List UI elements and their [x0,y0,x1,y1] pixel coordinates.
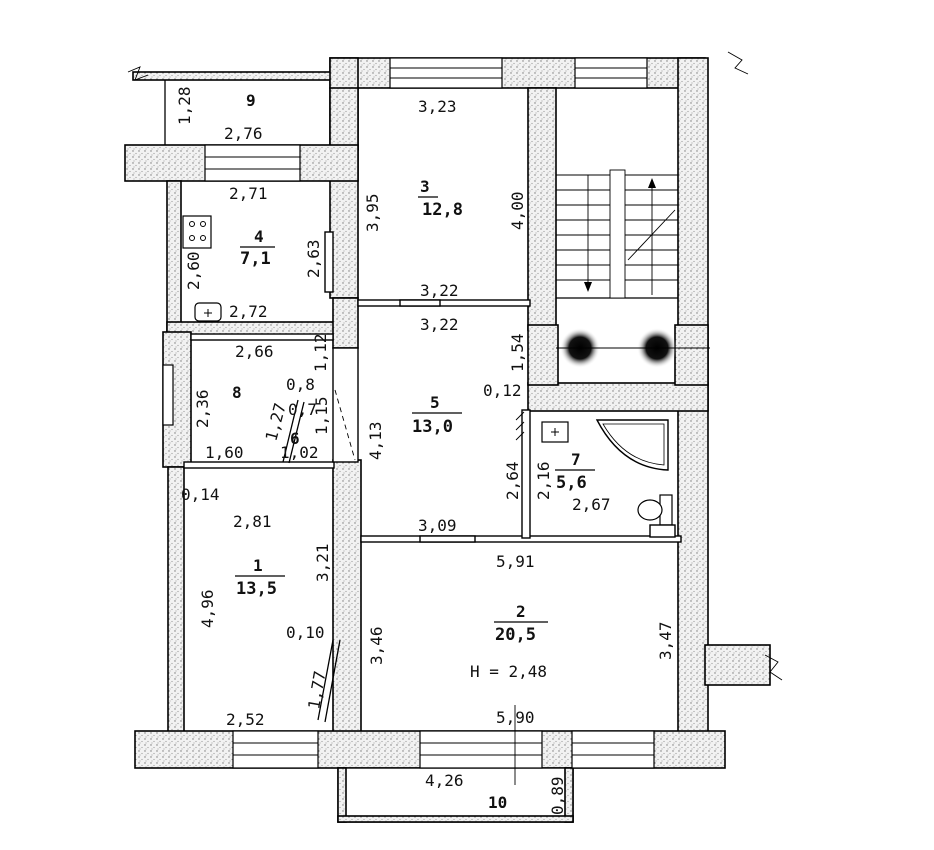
room-2-area: 20,5 [495,625,536,645]
room-3-area: 12,8 [422,200,463,220]
room-6-number: 6 [290,429,300,448]
dim-4-top: 2,71 [229,184,268,203]
dim-4-left: 2,60 [184,251,203,290]
break-tr [727,51,749,75]
wall-top [329,57,706,89]
window-room1 [232,730,319,769]
room-2-number: 2 [516,602,526,621]
dim-2-left: 3,46 [367,626,386,665]
toilet-icon [637,494,673,526]
wall-3-left [329,87,359,299]
dim-8-left: 2,36 [193,389,212,428]
wall-stair-lower-right [674,324,709,386]
balcony-10-rail-b [337,815,574,823]
dim-4-bottom: 2,72 [229,302,268,321]
dim-5-left: 4,13 [366,421,385,460]
stove-icon [182,215,212,249]
dim-1-left: 4,96 [198,589,217,628]
fixtures [182,215,676,538]
dim-1-r3: 1,77 [304,669,329,710]
window-room3 [389,57,503,89]
dim-9-w: 2,76 [224,124,263,143]
wall-stair-lower-left [527,324,559,386]
dim-1-right: 3,21 [313,543,332,582]
dim-5-top: 3,22 [420,315,459,334]
dim-3-right: 4,00 [508,191,527,230]
wall-1-2 [332,459,362,739]
wall-right-ledge [704,644,771,686]
dim-1-tl: 0,14 [181,485,220,504]
dim-5-r1: 1,54 [508,333,527,372]
wall-left-1 [167,466,185,736]
room-4-number: 4 [254,227,264,246]
balcony-10-rail [337,767,347,823]
partitions [183,231,682,723]
dim-7-w: 2,67 [572,495,611,514]
room-4-area: 7,1 [240,249,271,269]
dim-6-bottom: 1,02 [280,443,319,462]
dim-9-h: 1,28 [175,86,194,125]
window-room8 [162,364,174,426]
dim-7-l2: 2,16 [534,461,553,500]
dim-4-right: 2,63 [304,239,323,278]
dim-1-bottom: 2,52 [226,710,265,729]
dim-8-top: 2,66 [235,342,274,361]
dim-6-d: 1,15 [312,396,331,435]
wall-3-5-stub [332,297,359,349]
room-10-number: 10 [488,793,507,812]
dim-6-a: 0,8 [286,375,315,394]
wall-stair-bottom [527,382,709,412]
dim-3-bottom: 3,22 [420,281,459,300]
room-5-number: 5 [430,393,440,412]
dim-10-w: 4,26 [425,771,464,790]
staircase [556,169,710,368]
dimension-labels: 1,28 2,76 2,71 2,60 2,63 2,72 3,23 3,95 … [175,86,675,815]
dim-2-right: 3,47 [656,621,675,660]
dim-6-c: 1,27 [262,401,290,443]
dim-2-top: 5,91 [496,552,535,571]
room-7-area: 5,6 [556,473,587,493]
room-labels: 9 3 12,8 4 7,1 8 5 13,0 6 7 5,6 1 13,5 2… [232,91,595,812]
wall-room4-left [166,180,182,332]
shower-icon [595,419,669,471]
dim-8-r: 1,12 [311,333,330,372]
dim-5-bottom: 3,09 [418,516,457,535]
wall-top-room9 [132,71,334,81]
room-3-number: 3 [420,177,430,196]
ceiling-height: H = 2,48 [470,662,547,681]
kitchen-sink-icon [194,302,222,322]
break-r [764,654,783,681]
dim-8-bottom: 1,60 [205,443,244,462]
room-5-area: 13,0 [412,417,453,437]
wall-stair-left [527,87,557,331]
room-7-number: 7 [571,450,581,469]
dim-7-l1: 2,64 [503,461,522,500]
dim-5-r2: 0,12 [483,381,522,400]
room-8-number: 8 [232,383,242,402]
windows [162,57,655,769]
room-9-number: 9 [246,91,256,110]
dim-6-b: 0,7 [288,400,317,419]
room-1-number: 1 [253,556,263,575]
room-1-area: 13,5 [236,579,277,599]
window-room2-b [571,730,655,769]
bath-sink-icon [541,421,569,443]
dim-3-left: 3,95 [363,193,382,232]
window-stair [574,57,648,89]
dim-1-top: 2,81 [233,512,272,531]
dim-1-r2: 0,10 [286,623,325,642]
break-tl [127,66,149,81]
dim-3-top: 3,23 [418,97,457,116]
dim-10-h: 0,89 [548,776,567,815]
window-room2-a [419,730,543,769]
window-room4 [204,144,301,182]
